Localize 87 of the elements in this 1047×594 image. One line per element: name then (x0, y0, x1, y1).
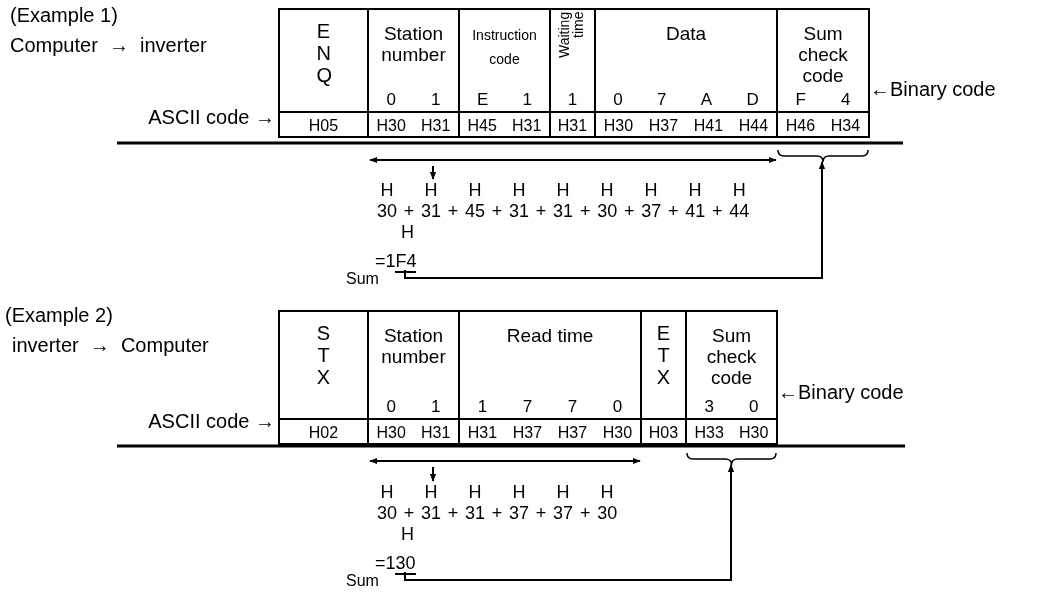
field-name: Station number (380, 326, 447, 368)
hex-prefix-row-text: H H H H H H (379, 482, 615, 503)
ascii-code: H37 (557, 423, 588, 442)
arrow (404, 161, 826, 279)
ascii-code: H46 (785, 116, 816, 135)
ascii-code: H31 (421, 423, 451, 442)
field-name: Sum check code (797, 24, 849, 87)
field-name: Station number (380, 24, 447, 66)
binary-digit: 1 (431, 397, 441, 417)
binary-digit: 0 (613, 90, 623, 110)
hex-prefix: H (400, 524, 415, 545)
field-name: Instruction code (471, 26, 538, 69)
example-heading: (Example 2) (5, 304, 113, 327)
ascii-code: H37 (648, 116, 679, 135)
binary-digit: 1 (431, 90, 441, 110)
ascii-code: H30 (603, 116, 634, 135)
binary-digit: 0 (749, 397, 759, 417)
binary-digit: E (477, 90, 489, 110)
field-column (685, 310, 778, 445)
hex-prefix-row-text: H H H H H H H H H (379, 180, 747, 201)
field-column (278, 310, 369, 445)
ascii-code: H45 (467, 116, 497, 135)
example-heading: (Example 1) (10, 4, 118, 27)
ascii-code: H34 (830, 116, 861, 135)
ascii-code: H31 (467, 423, 498, 442)
field-name: Data (664, 24, 708, 45)
range-arrow (368, 455, 642, 467)
field-column (594, 8, 778, 138)
field-name: Waiting time (556, 12, 587, 61)
arrow (429, 466, 437, 482)
binary-digit: 7 (522, 397, 533, 417)
row-label: ←Binary code (870, 78, 996, 101)
sum-result: =1F4 (375, 251, 417, 272)
binary-digit: 1 (567, 90, 578, 110)
field-column (367, 310, 460, 445)
field-name: STX (316, 322, 331, 388)
field-name: ENQ (316, 20, 331, 86)
binary-digit: 1 (522, 90, 532, 110)
binary-digit: D (746, 90, 759, 110)
range-arrow (368, 154, 778, 166)
field-column (640, 310, 687, 445)
binary-digit: 3 (704, 397, 714, 417)
hex-prefix: H (400, 222, 415, 243)
ascii-code: H31 (557, 116, 588, 135)
binary-digit: 7 (567, 397, 578, 417)
arrow (429, 165, 437, 180)
ascii-code: H33 (694, 423, 724, 442)
binary-digit: F (795, 90, 806, 110)
binary-digit: 7 (657, 90, 667, 110)
arrow (404, 464, 735, 581)
ascii-code: H05 (308, 116, 339, 135)
ascii-code: H02 (308, 423, 339, 442)
field-name: Read time (505, 326, 595, 347)
row-label: ←Binary code (778, 381, 904, 404)
sum-result: =130 (375, 553, 417, 574)
direction-label: inverter → Computer (12, 334, 209, 357)
binary-digit: 1 (477, 397, 488, 417)
field-name: Sum check code (705, 326, 758, 389)
sum-formula: 30 + 31 + 45 + 31 + 31 + 30 + 37 + 41 + 44 (376, 201, 751, 222)
sum-formula: 30 + 31 + 31 + 37 + 37 + 30 (376, 503, 619, 524)
ascii-code: H03 (648, 423, 679, 442)
field-column (278, 8, 369, 138)
field-column (458, 8, 551, 138)
ascii-code: H41 (693, 116, 724, 135)
field-column (367, 8, 460, 138)
ascii-code: H30 (739, 423, 769, 442)
binary-digit: A (700, 90, 713, 110)
field-name: ETX (656, 322, 671, 388)
binary-digit: 4 (841, 90, 851, 110)
field-column (776, 8, 870, 138)
field-column (549, 8, 596, 138)
ascii-code: H37 (512, 423, 543, 442)
sum-label: Sum (346, 572, 379, 590)
binary-digit: 0 (386, 397, 396, 417)
ascii-code: H30 (376, 116, 406, 135)
direction-label: Computer → inverter (10, 34, 207, 57)
ascii-code: H31 (512, 116, 542, 135)
row-label: ASCII code → (148, 410, 275, 433)
ascii-code: H44 (738, 116, 769, 135)
sum-label: Sum (346, 270, 379, 288)
row-label: ASCII code → (148, 106, 275, 129)
binary-digit: 0 (612, 397, 623, 417)
ascii-code: H30 (376, 423, 406, 442)
field-column (458, 310, 642, 445)
ascii-code: H30 (602, 423, 633, 442)
binary-digit: 0 (386, 90, 396, 110)
ascii-code: H31 (421, 116, 451, 135)
